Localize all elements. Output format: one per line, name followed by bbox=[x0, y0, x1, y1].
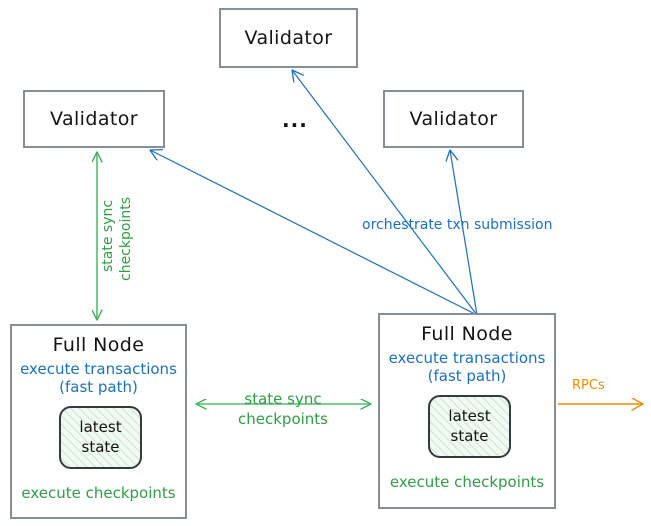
full-node-right-execute-transactions: execute transactions bbox=[388, 349, 546, 367]
full-node-left-state-line-2: state bbox=[81, 437, 120, 456]
full-node-right-title: Full Node bbox=[421, 323, 513, 345]
edge-label-validator-state-sync-line2: checkpoints bbox=[118, 197, 134, 281]
edge-label-validator-state-sync-line1: state sync bbox=[100, 199, 116, 272]
full-node-right-fast-path: (fast path) bbox=[427, 367, 507, 385]
full-node-right-state-line-2: state bbox=[450, 426, 489, 445]
full-node-left-title: Full Node bbox=[52, 334, 145, 356]
full-node-right-state-line-1: latest bbox=[448, 407, 491, 425]
validator-right-box[interactable]: Validator bbox=[383, 90, 524, 148]
edge-label-orchestrate-txn-submission: orchestrate txn submission bbox=[362, 217, 553, 233]
validator-top-box[interactable]: Validator bbox=[219, 8, 358, 68]
full-node-left-box[interactable]: Full Node execute transactions (fast pat… bbox=[10, 324, 187, 519]
validators-ellipsis: ... bbox=[282, 108, 308, 132]
edge-label-fullnode-state-sync-line1: state sync bbox=[244, 390, 322, 408]
validator-left-label: Validator bbox=[50, 108, 138, 130]
full-node-left-execute-transactions: execute transactions bbox=[20, 360, 177, 378]
full-node-left-state-line-1: latest bbox=[79, 418, 122, 436]
full-node-left-fast-path: (fast path) bbox=[59, 378, 138, 396]
validator-left-box[interactable]: Validator bbox=[23, 90, 165, 148]
edge-label-rpcs: RPCs bbox=[572, 378, 605, 393]
validator-right-label: Validator bbox=[409, 108, 498, 130]
full-node-left-execute-checkpoints: execute checkpoints bbox=[21, 484, 176, 502]
full-node-right-box[interactable]: Full Node execute transactions (fast pat… bbox=[378, 313, 556, 509]
validator-top-label: Validator bbox=[244, 27, 333, 49]
edge-label-fullnode-state-sync-line2: checkpoints bbox=[238, 410, 328, 428]
full-node-right-execute-checkpoints: execute checkpoints bbox=[389, 473, 545, 491]
full-node-right-latest-state-box[interactable]: latest state bbox=[428, 395, 511, 458]
full-node-left-latest-state-box[interactable]: latest state bbox=[59, 406, 142, 469]
